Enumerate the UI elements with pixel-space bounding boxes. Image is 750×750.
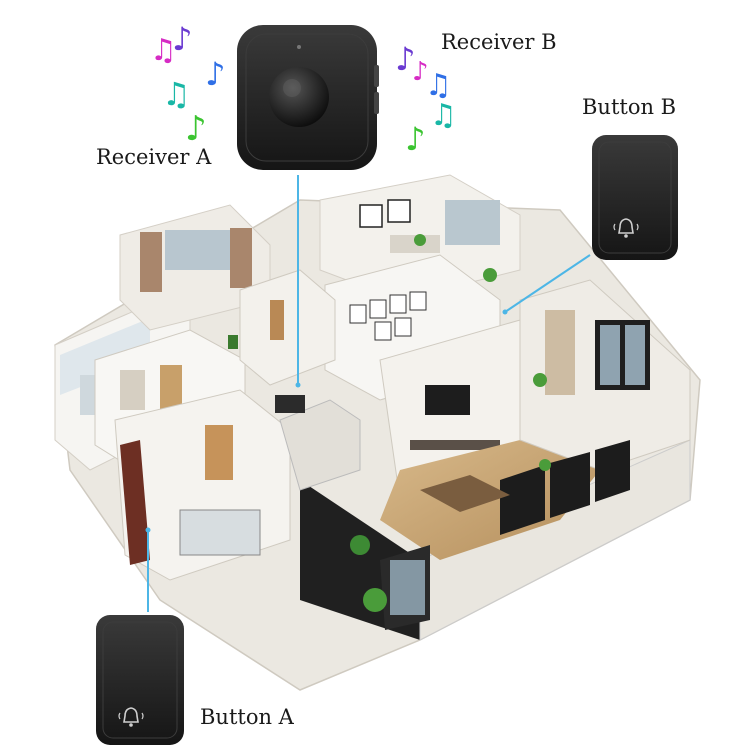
svg-text:♫: ♫	[150, 33, 177, 68]
svg-text:♫: ♫	[162, 75, 191, 113]
svg-text:♪: ♪	[412, 57, 429, 87]
doorbell-push-button-a	[96, 615, 184, 745]
button-b-line	[504, 254, 591, 313]
button-b-label: Button B	[582, 95, 677, 119]
house-cutaway	[54, 174, 701, 691]
bell-icon	[613, 218, 639, 238]
button-a-label: Button A	[200, 705, 294, 729]
connector-lines	[147, 175, 591, 612]
doorbell-push-button-b	[592, 135, 678, 260]
music-note-icon: ♫ ♪ ♪ ♫ ♪ ♪ ♪ ♫ ♫ ♪	[150, 20, 457, 158]
svg-text:♪: ♪	[172, 20, 192, 58]
bell-icon	[118, 707, 144, 727]
svg-text:♪: ♪	[185, 109, 207, 149]
receiver-b-label: Receiver B	[441, 30, 557, 54]
svg-text:♫: ♫	[425, 68, 452, 103]
doorbell-receiver-icon	[237, 25, 379, 170]
svg-text:♫: ♫	[430, 98, 457, 133]
receiver-a-label: Receiver A	[96, 145, 212, 169]
svg-text:♪: ♪	[405, 120, 425, 158]
svg-text:♪: ♪	[395, 40, 415, 78]
svg-text:♪: ♪	[205, 55, 225, 93]
